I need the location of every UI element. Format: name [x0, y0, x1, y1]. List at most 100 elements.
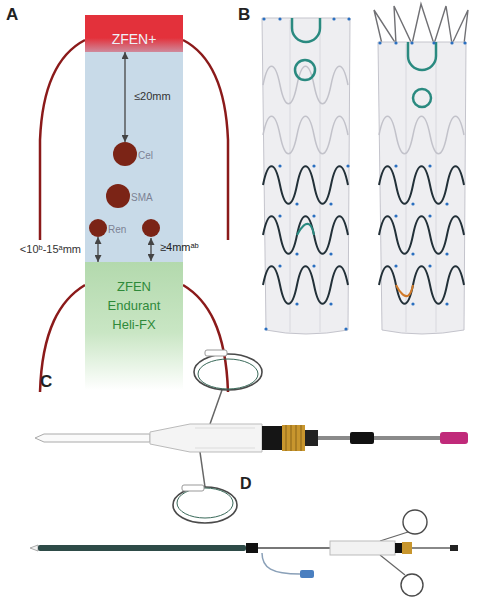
stent-graft [411, 252, 414, 255]
stent-graft [295, 252, 298, 255]
delivery-system [401, 574, 423, 596]
delivery-system [402, 542, 412, 554]
delivery-system [412, 547, 450, 549]
artery-ostium: SMA [106, 184, 130, 208]
renal-ostium [142, 219, 160, 237]
delivery-system [246, 543, 258, 553]
delivery-system [262, 426, 282, 450]
stent-graft [262, 18, 350, 334]
stent-graft [278, 164, 281, 167]
aortic-wall [183, 285, 228, 392]
zone-label: ZFEN+ [112, 29, 157, 49]
delivery-system [440, 432, 468, 444]
stent-zone-band: ZFEN+ [85, 15, 183, 52]
stent-graft [445, 202, 448, 205]
stent-graft [428, 264, 431, 267]
delivery-system [318, 436, 440, 440]
delivery-system [182, 485, 204, 491]
stent-graft [408, 42, 436, 70]
stent-graft [278, 264, 281, 267]
stent-graft [262, 17, 265, 20]
stent-graft [394, 164, 397, 167]
delivery-system [30, 510, 458, 596]
aorta-lumen [85, 48, 183, 264]
stent-graft [394, 214, 397, 217]
stent-graft [396, 285, 413, 296]
stent-graft [428, 214, 431, 217]
zone-label: ZFEN Endurant Heli-FX [98, 278, 170, 335]
stent-graft [295, 60, 315, 80]
delivery-system [300, 570, 314, 578]
delivery-system [282, 425, 305, 451]
stent-graft [413, 89, 431, 107]
delivery-system [35, 434, 150, 442]
stent-graft [394, 264, 397, 267]
stent-graft [410, 41, 413, 44]
aortic-wall [183, 40, 228, 240]
delivery-system [194, 354, 262, 390]
artery-ostium: Cel [113, 142, 137, 166]
stent-graft [347, 17, 350, 20]
stent-graft [379, 216, 464, 254]
stent-graft [312, 214, 315, 217]
delivery-system [380, 555, 405, 575]
delivery-system [177, 488, 233, 518]
stent-graft [445, 252, 448, 255]
delivery-system [195, 428, 255, 448]
delivery-system [150, 424, 262, 452]
device-zone-band: ZFEN Endurant Heli-FX [85, 262, 183, 390]
dimension-label: ≤20mm [133, 90, 172, 103]
stent-graft [263, 166, 348, 204]
vessel-label: Cel [138, 150, 153, 162]
stent-graft [374, 4, 468, 334]
delivery-system [305, 430, 318, 446]
stent-graft [264, 327, 267, 330]
stent-graft [432, 41, 435, 44]
stent-graft [263, 116, 348, 154]
stent-graft [262, 17, 350, 330]
stent-graft [394, 41, 397, 44]
aortic-wall [40, 40, 85, 240]
dimension-label: ≥4mmᵃᵇ [160, 241, 199, 254]
stent-graft [463, 41, 466, 44]
delivery-system [286, 425, 301, 451]
stent-graft [329, 302, 332, 305]
delivery-system [200, 452, 205, 487]
artery-ostium: Ren [89, 219, 107, 237]
stent-graft [262, 17, 351, 334]
stent-graft [344, 327, 347, 330]
stent-graft [312, 164, 315, 167]
delivery-system [173, 487, 237, 523]
delivery-system [350, 432, 374, 444]
delivery-system [262, 553, 300, 574]
dimension-arrow [97, 237, 98, 262]
stent-graft [374, 4, 468, 44]
vessel-label: Ren [108, 224, 126, 236]
stent-graft [411, 302, 414, 305]
delivery-system [330, 541, 395, 555]
dimension-arrow [124, 52, 125, 142]
delivery-system [198, 359, 258, 389]
stent-graft [428, 164, 431, 167]
stent-graft [332, 17, 335, 20]
panel-letter: C [40, 372, 52, 392]
stent-graft [346, 164, 349, 167]
delivery-system [210, 390, 222, 424]
stent-graft [278, 17, 281, 20]
delivery-system [30, 545, 38, 551]
stent-graft [297, 224, 314, 235]
delivery-system [258, 547, 330, 549]
panel-letter: A [6, 5, 18, 25]
stent-graft [312, 264, 315, 267]
stent-graft [411, 202, 414, 205]
stent-graft [378, 41, 381, 44]
delivery-system [380, 532, 408, 541]
stent-graft [378, 41, 466, 305]
stent-graft [278, 214, 281, 217]
stent-graft [292, 18, 320, 42]
stent-graft [263, 66, 348, 104]
stent-graft [295, 302, 298, 305]
